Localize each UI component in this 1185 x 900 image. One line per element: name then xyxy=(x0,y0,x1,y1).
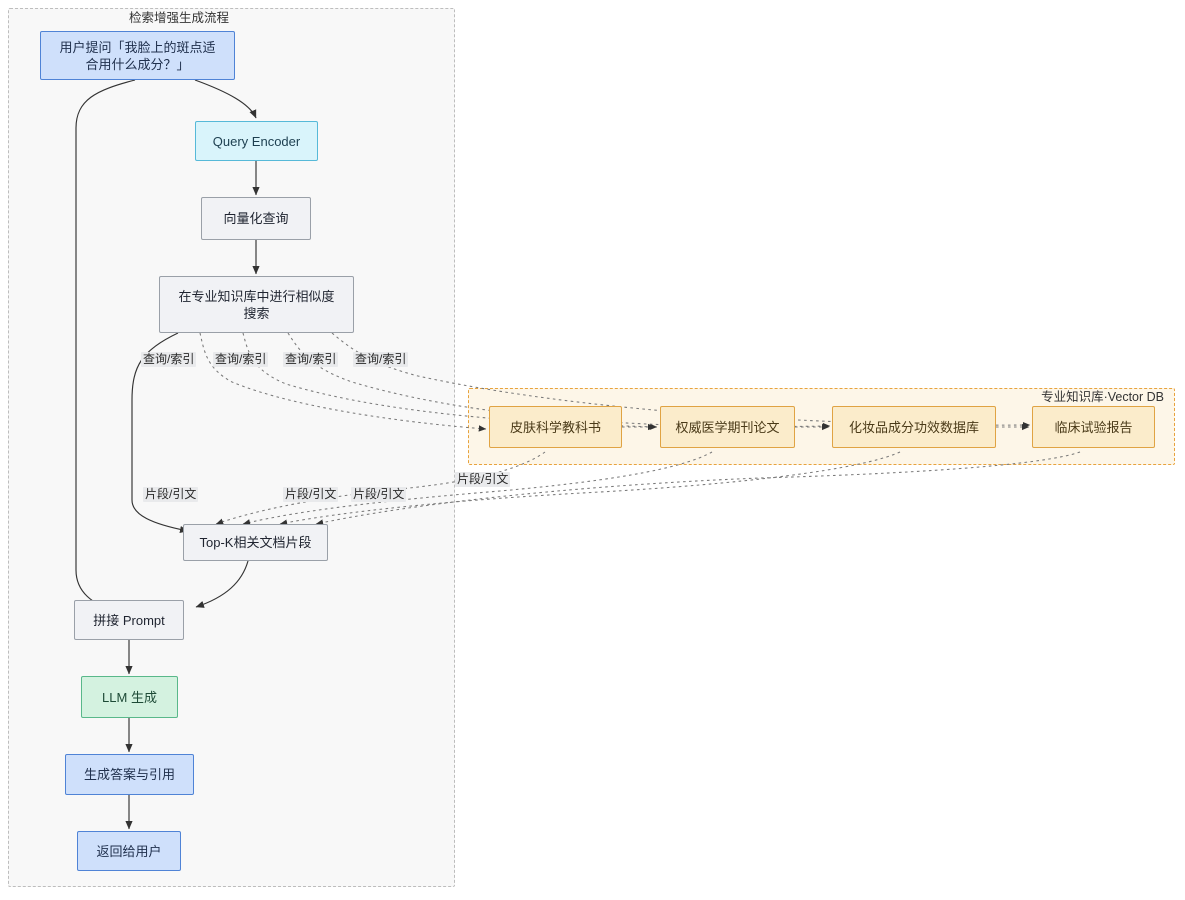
edge-label-query-index-1: 查询/索引 xyxy=(141,352,197,367)
node-llm-generation[interactable]: LLM 生成 xyxy=(81,676,178,718)
node-kb-medical-journal-papers[interactable]: 权威医学期刊论文 xyxy=(660,406,795,448)
edge-label-query-index-2: 查询/索引 xyxy=(213,352,269,367)
edge-label-snippet-citation-2: 片段/引文 xyxy=(283,487,339,502)
edge-label-query-index-4: 查询/索引 xyxy=(353,352,409,367)
node-kb-cosmetic-ingredient-efficacy-db[interactable]: 化妆品成分功效数据库 xyxy=(832,406,996,448)
node-vectorized-query[interactable]: 向量化查询 xyxy=(201,197,311,240)
edge-label-snippet-citation-3: 片段/引文 xyxy=(351,487,407,502)
node-generate-answer-with-citations[interactable]: 生成答案与引用 xyxy=(65,754,194,795)
node-return-to-user[interactable]: 返回给用户 xyxy=(77,831,181,871)
node-kb-clinical-trial-reports[interactable]: 临床试验报告 xyxy=(1032,406,1155,448)
edge-label-snippet-citation-4: 片段/引文 xyxy=(455,472,511,487)
edge-label-query-index-3: 查询/索引 xyxy=(283,352,339,367)
subgraph-title-rag-flow: 检索增强生成流程 xyxy=(128,11,229,25)
subgraph-title-vector-db: 专业知识库·Vector DB xyxy=(1041,390,1164,404)
node-kb-dermatology-textbook[interactable]: 皮肤科学教科书 xyxy=(489,406,622,448)
node-assemble-prompt[interactable]: 拼接 Prompt xyxy=(74,600,184,640)
node-user-question[interactable]: 用户提问「我脸上的斑点适 合用什么成分？」 xyxy=(40,31,235,80)
edge-label-snippet-citation-1: 片段/引文 xyxy=(143,487,199,502)
node-topk-relevant-snippets[interactable]: Top-K相关文档片段 xyxy=(183,524,328,561)
node-similarity-search[interactable]: 在专业知识库中进行相似度 搜索 xyxy=(159,276,354,333)
node-query-encoder[interactable]: Query Encoder xyxy=(195,121,318,161)
